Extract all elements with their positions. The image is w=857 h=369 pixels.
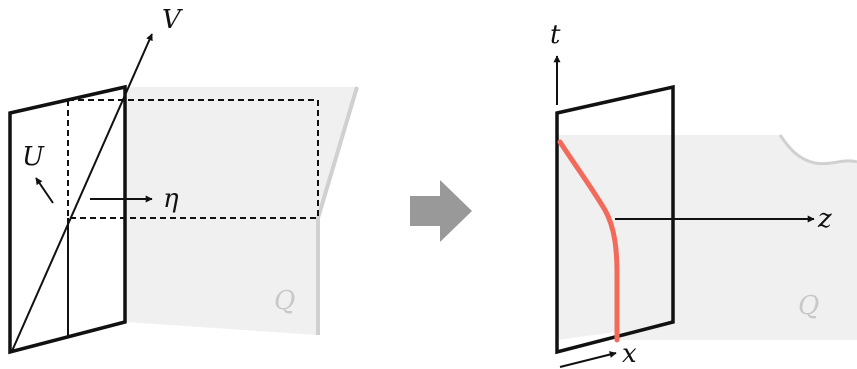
transform-arrow-icon (410, 180, 472, 242)
left-panel: V U η Q (8, 5, 359, 355)
eta-axis-label: η (163, 184, 179, 214)
u-axis-arrow (35, 177, 54, 204)
v-axis-arrow (11, 33, 153, 352)
boundary-curve (557, 139, 620, 343)
x-axis-arrow (559, 351, 617, 368)
right-frame (555, 84, 675, 355)
right-panel: t z x Q (550, 20, 857, 369)
left-frame (8, 84, 127, 355)
v-axis-label: V (162, 5, 183, 35)
left-q-label: Q (274, 286, 295, 316)
right-q-sheet-edge (778, 134, 857, 166)
right-q-label: Q (798, 291, 819, 321)
u-axis-label: U (22, 142, 45, 172)
t-axis-label: t (550, 20, 561, 50)
right-q-sheet (557, 135, 857, 340)
left-q-sheet (125, 87, 357, 335)
z-axis-label: z (817, 204, 832, 234)
left-q-sheet-edge (316, 86, 359, 219)
left-dashed-box (67, 99, 319, 219)
x-axis-label: x (622, 339, 637, 369)
